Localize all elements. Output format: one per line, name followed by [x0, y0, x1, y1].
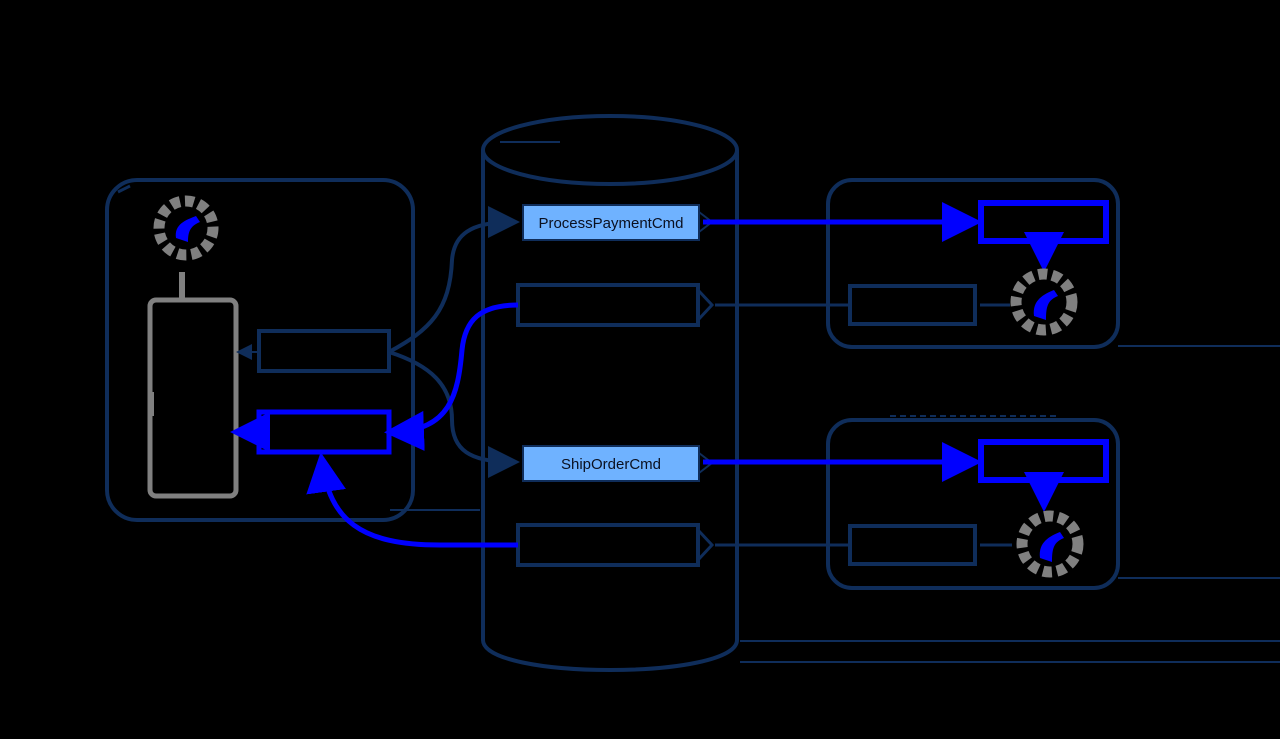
saga-orchestrator-block — [147, 297, 239, 499]
shipping-reply-flow — [306, 452, 518, 548]
payment-reply-channel — [516, 283, 715, 327]
shipping-reply-channel — [516, 523, 715, 567]
saga-to-payment-cmd-line — [388, 206, 520, 354]
ship-command-channel: ShipOrderCmd — [522, 445, 714, 482]
payment-reply-source-box — [848, 284, 977, 326]
order-reply-box-lower — [256, 409, 392, 455]
payment-command-handler-box — [978, 200, 1109, 244]
process-payment-cmd-label: ProcessPaymentCmd — [538, 215, 683, 232]
payment-reply-flow — [384, 302, 519, 451]
shipping-reply-source-box — [848, 524, 977, 566]
saga-to-ship-cmd-line — [388, 350, 520, 478]
gear-icon — [153, 195, 219, 261]
payment-service-box — [826, 178, 1120, 349]
shipping-service-box — [826, 418, 1120, 590]
saga-orchestrator-mark — [148, 392, 154, 416]
payment-command-channel: ProcessPaymentCmd — [522, 204, 714, 241]
gear-icon — [1016, 510, 1084, 578]
order-reply-box-upper — [257, 329, 391, 373]
order-service-box — [105, 178, 415, 522]
ship-order-cmd-label: ShipOrderCmd — [561, 456, 661, 473]
message-broker-cylinder — [481, 114, 1280, 672]
gear-icon — [1010, 268, 1078, 336]
shipping-command-handler-box — [978, 439, 1109, 483]
